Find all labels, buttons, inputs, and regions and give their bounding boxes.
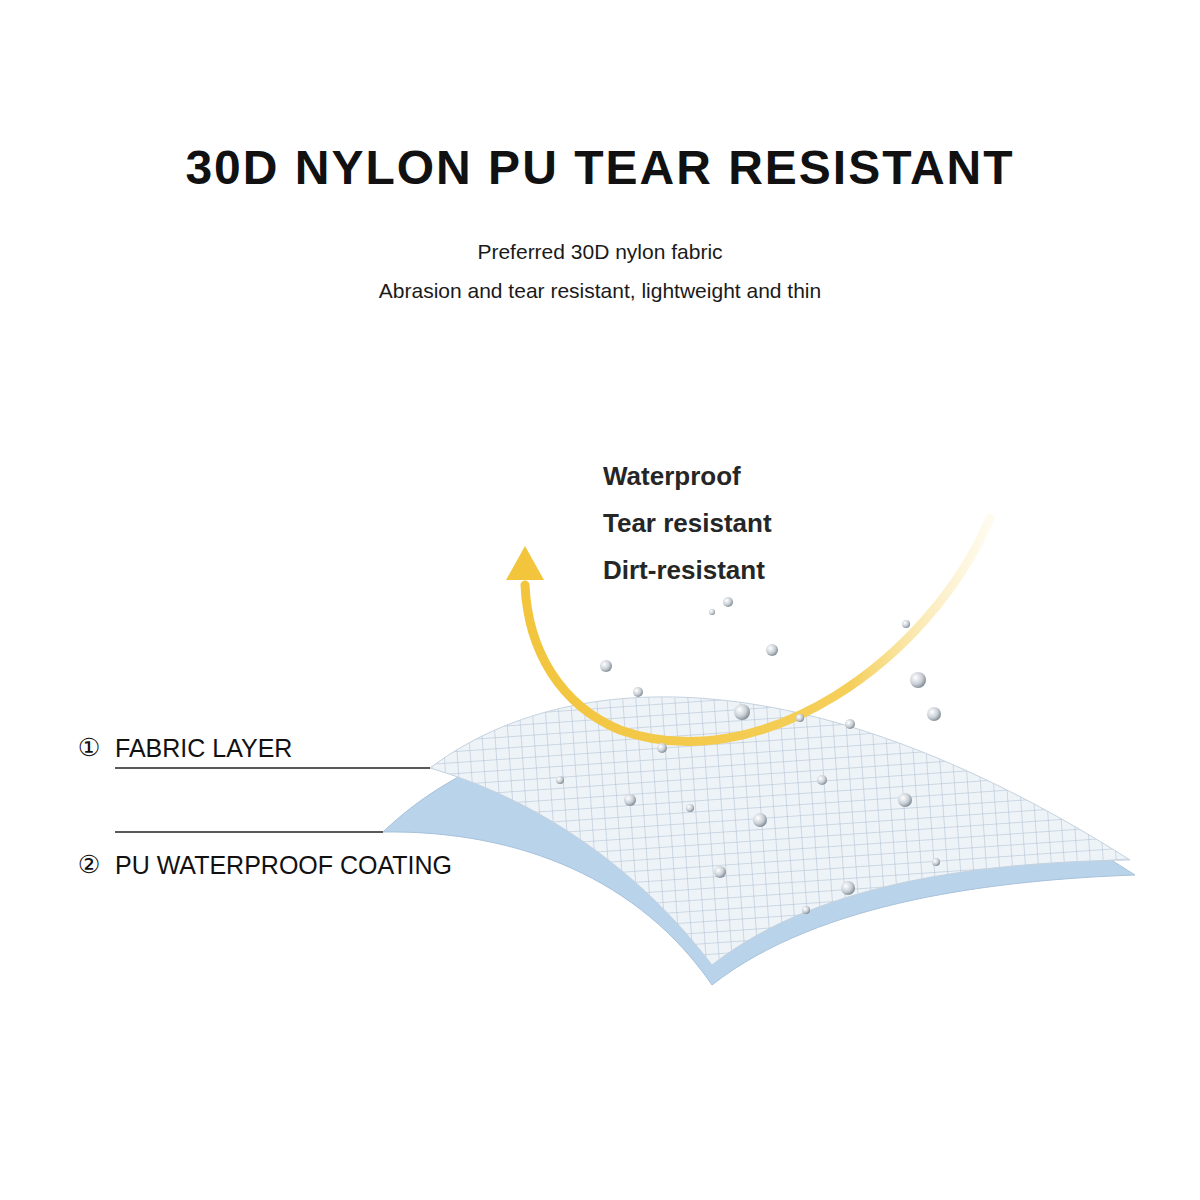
water-droplets: [556, 597, 941, 914]
title: 30D NYLON PU TEAR RESISTANT: [0, 139, 1200, 197]
feature-label: Tear resistant: [603, 508, 963, 539]
leader-line: [115, 767, 430, 769]
leader-line: [115, 831, 383, 833]
feature-label: Waterproof: [603, 461, 963, 492]
subtitle: Preferred 30D nylon fabric: [0, 239, 1200, 264]
fabric-layer: [430, 697, 1130, 965]
repel-arrow: [525, 518, 990, 742]
subtitle: Abrasion and tear resistant, lightweight…: [0, 278, 1200, 303]
callout-number: ②: [72, 850, 106, 880]
layer-label: PU WATERPROOF COATING: [115, 850, 535, 880]
arrow-head: [506, 546, 544, 580]
fabric-grid: [430, 697, 1130, 965]
callout-number: ①: [72, 733, 106, 763]
layer-label: FABRIC LAYER: [115, 733, 435, 763]
feature-label: Dirt-resistant: [603, 555, 963, 586]
